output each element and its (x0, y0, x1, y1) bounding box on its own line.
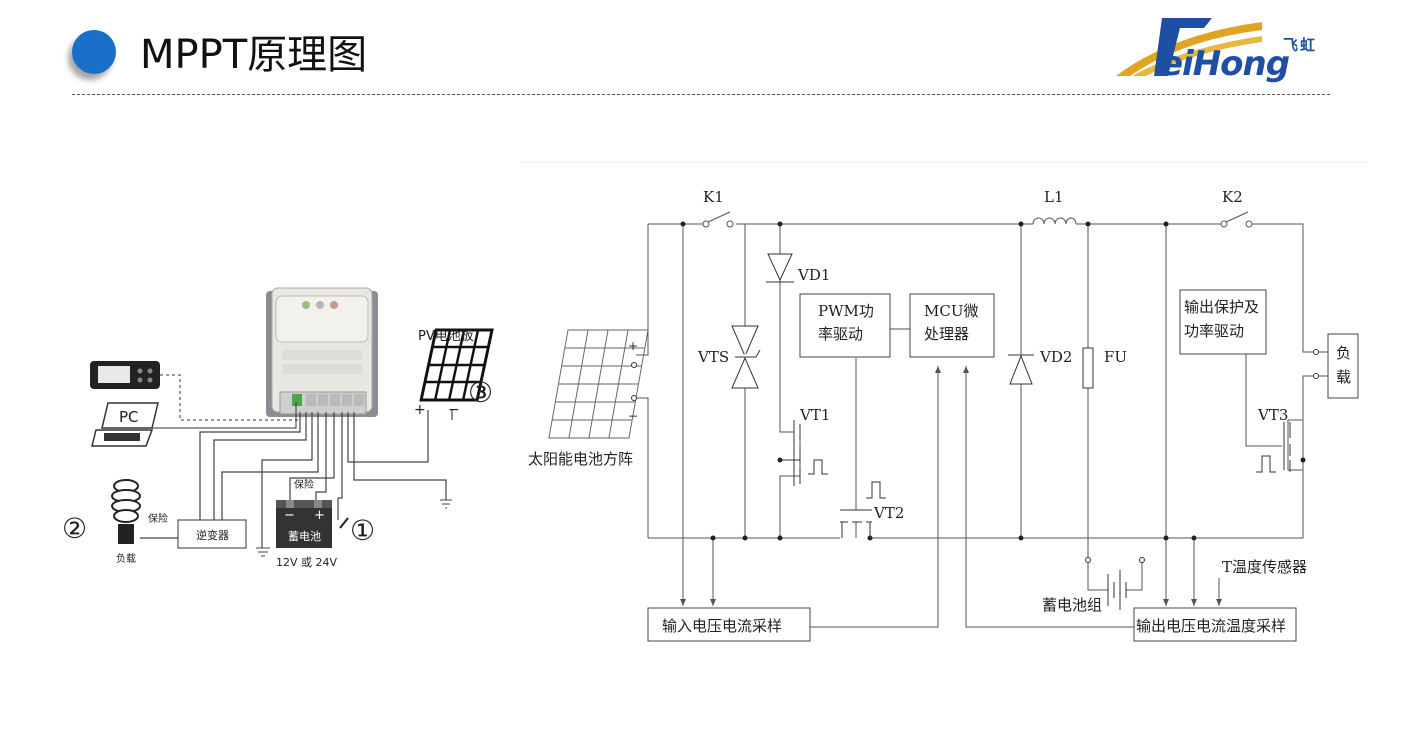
battery-label: 蓄电池 (288, 530, 321, 543)
solar-plus-label: + (628, 339, 638, 353)
inverter-label: 逆变器 (196, 528, 229, 542)
input-sample-label: 输入电压电流采样 (662, 617, 782, 635)
junction-dots (680, 221, 1306, 541)
mcu-box (909, 293, 995, 358)
battery-pos-label: + (314, 508, 325, 523)
fu-label: FU (1104, 348, 1127, 366)
output-protection-label-1: 输出保护及 (1184, 298, 1259, 316)
load-bulb-icon (111, 479, 141, 544)
logo-english-text: eiHong (1160, 44, 1290, 84)
mcu-label-2: 处理器 (924, 325, 969, 343)
pwm-driver-box (799, 293, 891, 358)
diode-vd1-icon (766, 253, 794, 283)
feihong-logo-icon (1116, 18, 1262, 76)
input-sample-box (647, 607, 811, 642)
pwm-label-1: PWM功 (818, 302, 874, 320)
mppt-controller-icon (266, 287, 378, 417)
marker-3: ③ (468, 376, 493, 409)
vts-label: VTS (697, 348, 729, 366)
pc-label: PC (119, 408, 139, 426)
load-box (1327, 333, 1359, 399)
output-protection-box (1179, 289, 1267, 355)
vd2-label: VD2 (1039, 348, 1072, 366)
battery-neg-label: − (284, 508, 295, 523)
solar-array-label: 太阳能电池方阵 (528, 450, 633, 468)
inductor-l1-icon (1032, 217, 1077, 225)
fuse-left-label: 保险 (148, 512, 168, 525)
k1-label: K1 (703, 188, 724, 206)
load-label-1: 负 (1336, 344, 1351, 362)
fuse-fu-icon (1082, 347, 1094, 389)
schematic-arrows (680, 366, 1222, 606)
battery-group-label: 蓄电池组 (1042, 596, 1102, 614)
vt3-label: VT3 (1257, 406, 1288, 424)
switch-k1-icon (702, 211, 734, 228)
l1-label: L1 (1044, 188, 1064, 206)
load-label-2: 载 (1336, 368, 1351, 386)
pv-panel-icon (419, 328, 494, 402)
marker-1: ① (350, 514, 375, 547)
pv-panel-label: PV电池板 (418, 329, 474, 344)
logo-chinese-text: 飞虹 (1283, 36, 1318, 54)
vd1-label: VD1 (797, 266, 830, 284)
inverter-box (177, 519, 247, 549)
mosfet-vt2-icon (840, 481, 886, 538)
vt1-label: VT1 (799, 406, 830, 424)
battery-icon (276, 500, 332, 548)
battery-voltage-label: 12V 或 24V (276, 556, 338, 569)
mosfet-vt3-icon (1256, 422, 1291, 473)
solar-minus-label: − (628, 409, 638, 423)
output-protection-label-2: 功率驱动 (1184, 322, 1244, 340)
solar-array-icon (548, 329, 649, 439)
battery-group-icon (1107, 570, 1127, 610)
switch-k2-icon (1220, 211, 1253, 228)
wiring-lines (140, 410, 453, 548)
pwm-label-2: 率驱动 (818, 325, 863, 343)
vt2-label: VT2 (873, 504, 904, 522)
pv-plus-label: + (414, 402, 426, 418)
output-sample-box (1133, 607, 1297, 642)
load-label: 负载 (116, 552, 136, 565)
page-title: MPPT原理图 (140, 32, 368, 78)
mcu-label-1: MCU微 (924, 302, 978, 320)
marker-2: ② (62, 512, 87, 545)
tvs-vts-icon (731, 325, 761, 389)
pc-laptop-icon (91, 402, 159, 447)
remote-meter-icon (90, 361, 160, 389)
diode-vd2-icon (1008, 354, 1034, 385)
k2-label: K2 (1222, 188, 1243, 206)
controller-wiring-diagram: PC PV电池板 + − ③ − + 蓄电池 12V 或 24V (62, 287, 494, 569)
pv-minus-label: − (448, 402, 460, 418)
header-divider (72, 94, 1330, 95)
fuse-top-label: 保险 (294, 478, 314, 491)
schematic-wires (636, 223, 1328, 628)
output-sample-label: 输出电压电流温度采样 (1136, 617, 1286, 635)
title-bullet-icon (72, 30, 116, 74)
temp-sensor-label: T温度传感器 (1222, 558, 1307, 576)
mosfet-vt1-icon (780, 420, 828, 486)
